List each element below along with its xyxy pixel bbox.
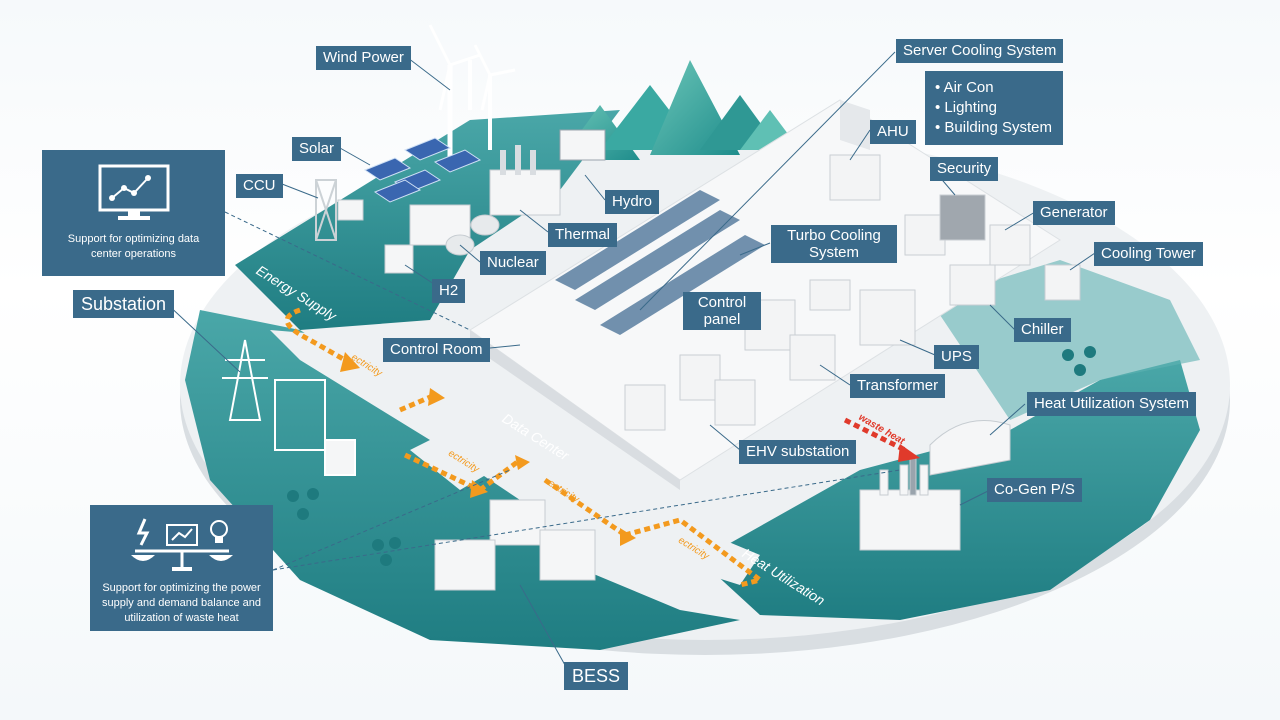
label-bess: BESS [564, 662, 629, 690]
label-transformer: Transformer [850, 374, 946, 398]
label-ups: UPS [934, 345, 979, 369]
label-substation: Substation [73, 290, 175, 318]
label-control-panel: Control panel [683, 292, 761, 330]
callout-lines [164, 51, 1096, 666]
label-heat-utilization-system: Heat Utilization System [1027, 392, 1197, 416]
power-plants [337, 129, 606, 274]
label-h2: H2 [432, 279, 466, 303]
heat-utilization-facilities [859, 420, 1011, 551]
label-security: Security [930, 157, 999, 181]
label-cogen: Co-Gen P/S [987, 478, 1082, 502]
list-item: • Lighting [935, 99, 997, 116]
label-control-room: Control Room [383, 338, 490, 362]
label-hydro: Hydro [605, 190, 660, 214]
info-datacenter-operations: Support for optimizing data center opera… [42, 150, 225, 276]
substation-structures [222, 339, 356, 476]
label-cooling-tower: Cooling Tower [1094, 242, 1203, 266]
roads [270, 330, 760, 585]
label-wind-power: Wind Power [316, 46, 411, 70]
balance-scale-icon [130, 518, 233, 571]
bess-units [434, 499, 596, 591]
label-chiller: Chiller [1014, 318, 1071, 342]
info-datacenter-operations-text: Support for optimizing data center opera… [67, 233, 200, 260]
waste-heat-flow [843, 417, 920, 462]
label-generator: Generator [1033, 201, 1115, 225]
info-power-balance: Support for optimizing the power supply … [90, 505, 273, 631]
data-center-building [469, 99, 1081, 490]
list-item: • Building System [935, 119, 1052, 136]
label-ahu: AHU [870, 120, 916, 144]
label-solar: Solar [292, 137, 342, 161]
list-item: • Air Con [935, 79, 994, 96]
server-cooling-item-list: • Air Con • Lighting • Building System [925, 71, 1063, 145]
label-turbo-cooling-system: Turbo Cooling System [771, 225, 897, 263]
label-nuclear: Nuclear [480, 251, 546, 275]
solar-panels [363, 137, 482, 203]
wind-turbines [428, 24, 516, 160]
info-power-balance-text: Support for optimizing the power supply … [101, 582, 261, 624]
label-ehv-substation: EHV substation [739, 440, 857, 464]
ccu-tower [315, 179, 337, 241]
label-thermal: Thermal [548, 223, 618, 247]
label-server-cooling-system: Server Cooling System [896, 39, 1064, 63]
trees [287, 346, 1096, 566]
label-ccu: CCU [236, 174, 283, 198]
monitor-chart-icon [98, 164, 169, 220]
